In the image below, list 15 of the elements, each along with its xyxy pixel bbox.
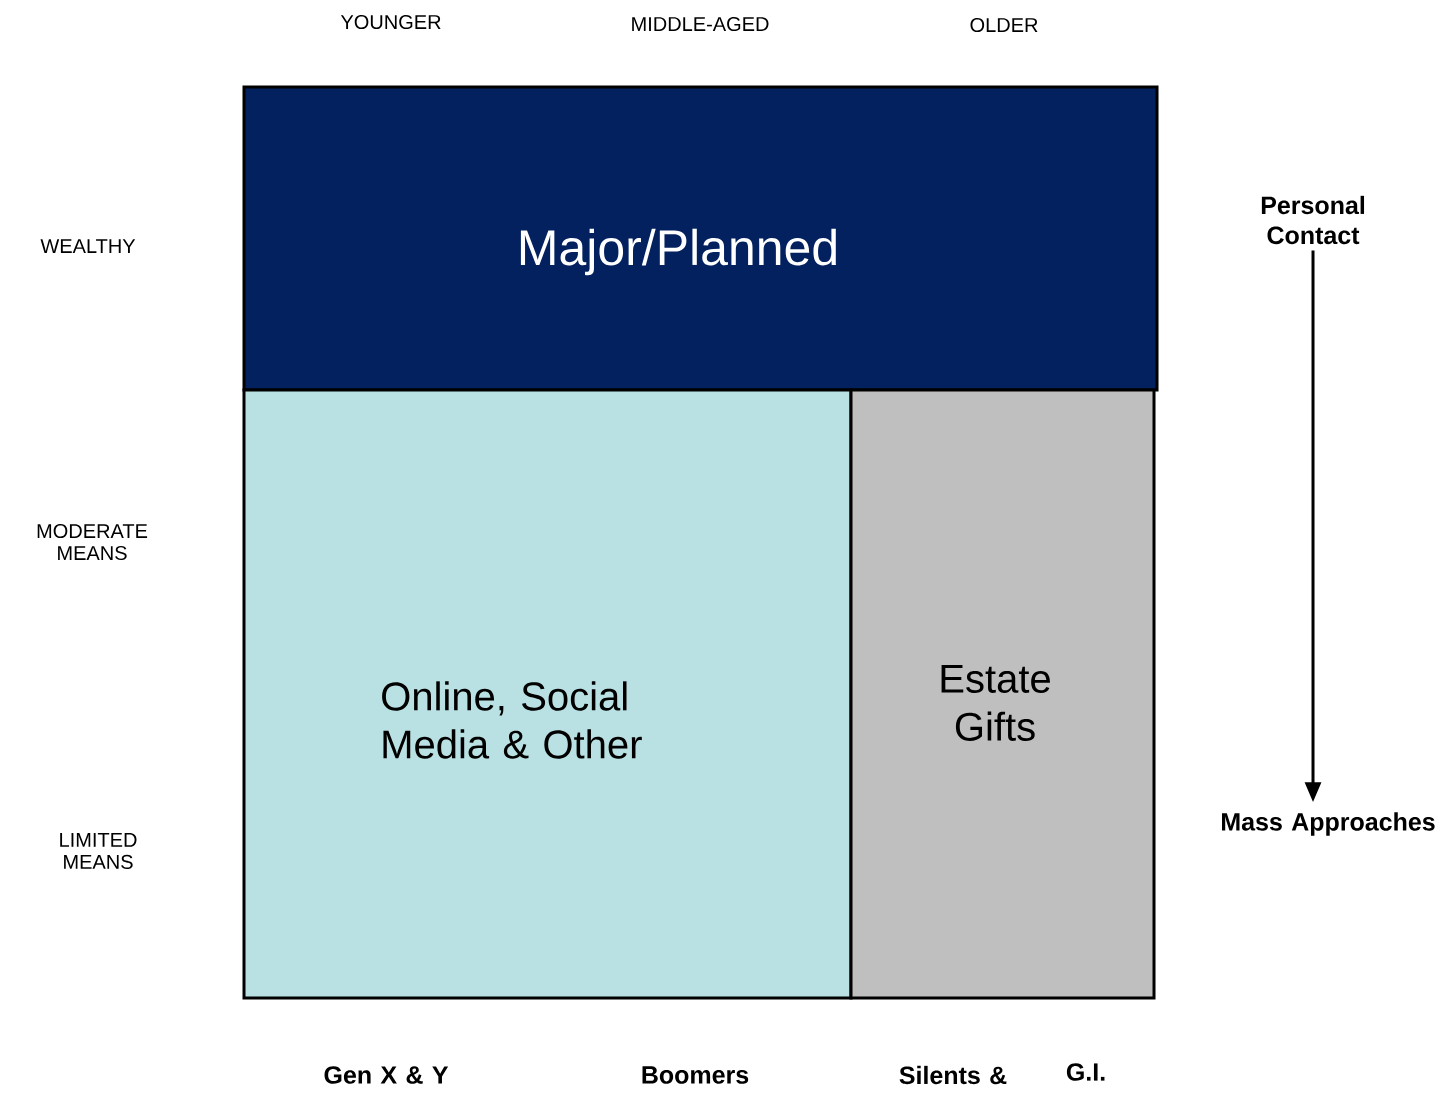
axis-label: MODERATE MEANS: [37, 523, 148, 561]
axis-label: OLDER: [970, 17, 1038, 33]
axis-label: YOUNGER: [340, 14, 441, 30]
area-box: Major/Planned: [242, 85, 1159, 392]
group-label: Gen X & Y: [324, 1066, 449, 1084]
axis-label: WEALTHY: [40, 239, 136, 253]
group-label: Silents &: [899, 1065, 1007, 1085]
scale-label: Personal Contact: [1261, 195, 1365, 245]
group-label: Boomers: [642, 1066, 749, 1084]
area-box: Online, Social Media & Other: [242, 388, 853, 1000]
axis-label: MIDDLE-AGED: [632, 16, 769, 32]
group-label: G.I.: [1066, 1063, 1105, 1081]
scale-label: Mass Approaches: [1222, 812, 1435, 836]
axis-label: LIMITED MEANS: [60, 833, 137, 869]
area-box: Estate Gifts: [849, 388, 1156, 1000]
